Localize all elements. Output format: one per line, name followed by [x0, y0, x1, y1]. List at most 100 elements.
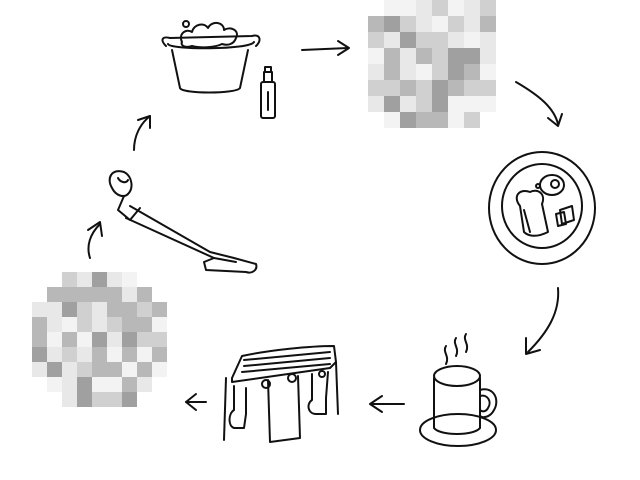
- mosaic-tile: [77, 332, 92, 347]
- arrow-vacuum-to-basin: [133, 115, 151, 151]
- mosaic-tile: [62, 362, 77, 377]
- mosaic-tile: [400, 80, 416, 96]
- mosaic-tile: [47, 302, 62, 317]
- mosaic-tile: [368, 16, 384, 32]
- mosaic-tile: [416, 48, 432, 64]
- mosaic-tile: [122, 302, 137, 317]
- mosaic-tile: [464, 48, 480, 64]
- breakfast-plate-icon: [488, 151, 596, 265]
- mosaic-tile: [32, 362, 47, 377]
- mosaic-tile: [122, 392, 137, 407]
- mosaic-tile: [47, 362, 62, 377]
- mosaic-tile: [448, 64, 464, 80]
- mosaic-tile: [152, 347, 167, 362]
- mosaic-tile: [122, 332, 137, 347]
- mosaic-tile: [384, 96, 400, 112]
- wash-basin-icon: [161, 20, 276, 119]
- mosaic-tile: [122, 377, 137, 392]
- mosaic-tile: [432, 112, 448, 128]
- mosaic-tile: [432, 0, 448, 16]
- mosaic-tile: [416, 0, 432, 16]
- mosaic-tile: [432, 32, 448, 48]
- mosaic-tile: [137, 332, 152, 347]
- mosaic-tile: [400, 64, 416, 80]
- mosaic-tile: [416, 16, 432, 32]
- mosaic-tile: [47, 377, 62, 392]
- mosaic-tile: [368, 64, 384, 80]
- mosaic-tile: [47, 287, 62, 302]
- mosaic-tile: [137, 317, 152, 332]
- mosaic-tile: [464, 96, 480, 112]
- mosaic-tile: [464, 64, 480, 80]
- mosaic-tile: [480, 32, 496, 48]
- mosaic-tile: [62, 302, 77, 317]
- arrow-basin-to-mosaic: [301, 40, 350, 56]
- pixelated-mosaic-top: [368, 0, 496, 128]
- mosaic-tile: [137, 302, 152, 317]
- mosaic-tile: [416, 96, 432, 112]
- mosaic-tile: [152, 362, 167, 377]
- mosaic-tile: [368, 80, 384, 96]
- mosaic-tile: [92, 377, 107, 392]
- stick-vacuum-icon: [108, 170, 258, 274]
- mosaic-tile: [464, 112, 480, 128]
- mosaic-tile: [47, 347, 62, 362]
- mosaic-tile: [62, 347, 77, 362]
- arrow-plate-to-coffee: [525, 287, 560, 355]
- mosaic-tile: [384, 16, 400, 32]
- mosaic-tile: [32, 332, 47, 347]
- mosaic-tile: [384, 80, 400, 96]
- mosaic-tile: [448, 80, 464, 96]
- mosaic-tile: [152, 332, 167, 347]
- drying-rack-icon: [223, 345, 339, 443]
- mosaic-tile: [480, 96, 496, 112]
- mosaic-tile: [432, 80, 448, 96]
- mosaic-tile: [62, 317, 77, 332]
- mosaic-tile: [92, 272, 107, 287]
- mosaic-tile: [122, 287, 137, 302]
- mosaic-tile: [122, 347, 137, 362]
- mosaic-tile: [92, 287, 107, 302]
- mosaic-tile: [480, 64, 496, 80]
- mosaic-tile: [152, 317, 167, 332]
- mosaic-tile: [107, 302, 122, 317]
- mosaic-tile: [92, 347, 107, 362]
- mosaic-tile: [137, 287, 152, 302]
- mosaic-tile: [384, 112, 400, 128]
- mosaic-tile: [464, 16, 480, 32]
- mosaic-tile: [107, 347, 122, 362]
- mosaic-tile: [62, 392, 77, 407]
- mosaic-tile: [122, 362, 137, 377]
- mosaic-tile: [464, 0, 480, 16]
- mosaic-tile: [416, 32, 432, 48]
- mosaic-tile: [107, 377, 122, 392]
- mosaic-tile: [448, 0, 464, 16]
- mosaic-tile: [92, 392, 107, 407]
- mosaic-tile: [62, 287, 77, 302]
- mosaic-tile: [77, 287, 92, 302]
- mosaic-tile: [77, 302, 92, 317]
- mosaic-tile: [77, 377, 92, 392]
- mosaic-tile: [448, 96, 464, 112]
- arrow-rack-to-mosaic: [185, 393, 207, 411]
- mosaic-tile: [400, 48, 416, 64]
- coffee-mug-icon: [419, 333, 498, 447]
- mosaic-tile: [122, 317, 137, 332]
- mosaic-tile: [480, 16, 496, 32]
- mosaic-tile: [47, 332, 62, 347]
- mosaic-tile: [32, 317, 47, 332]
- mosaic-tile: [448, 32, 464, 48]
- mosaic-tile: [416, 64, 432, 80]
- mosaic-tile: [416, 80, 432, 96]
- mosaic-tile: [32, 302, 47, 317]
- mosaic-tile: [400, 0, 416, 16]
- mosaic-tile: [416, 112, 432, 128]
- mosaic-tile: [137, 377, 152, 392]
- mosaic-tile: [432, 48, 448, 64]
- mosaic-tile: [152, 302, 167, 317]
- mosaic-tile: [62, 377, 77, 392]
- mosaic-tile: [107, 332, 122, 347]
- mosaic-tile: [384, 48, 400, 64]
